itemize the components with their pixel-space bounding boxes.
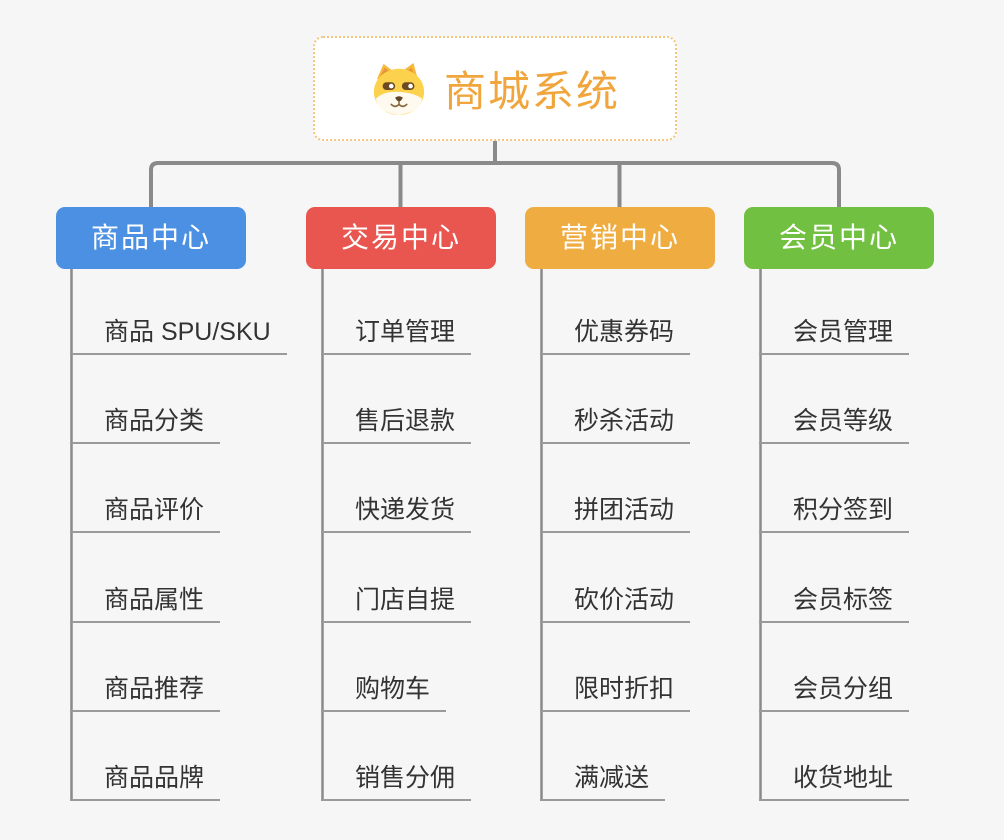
- leaf-node-aftersale-refund[interactable]: 售后退款: [321, 406, 472, 444]
- leaf-node-member-group[interactable]: 会员分组: [759, 674, 910, 712]
- branch-node-member-center[interactable]: 会员中心: [744, 207, 934, 269]
- leaf-node-express-delivery[interactable]: 快递发货: [321, 495, 472, 533]
- leaf-node-member-level[interactable]: 会员等级: [759, 406, 910, 444]
- leaf-node-shopping-cart[interactable]: 购物车: [321, 674, 447, 712]
- leaf-node-shipping-address[interactable]: 收货地址: [759, 763, 910, 801]
- leaf-node-bargain-activity[interactable]: 砍价活动: [540, 585, 691, 623]
- leaf-node-member-management[interactable]: 会员管理: [759, 317, 910, 355]
- leaf-node-product-spu-sku[interactable]: 商品 SPU/SKU: [70, 317, 287, 355]
- leaf-node-group-buy[interactable]: 拼团活动: [540, 495, 691, 533]
- leaf-node-store-pickup[interactable]: 门店自提: [321, 585, 472, 623]
- root-title: 商城系统: [443, 68, 620, 115]
- leaf-node-order-management[interactable]: 订单管理: [321, 317, 472, 355]
- leaf-node-product-review[interactable]: 商品评价: [70, 495, 221, 533]
- leaf-node-product-attribute[interactable]: 商品属性: [70, 585, 221, 623]
- dog-icon: [373, 62, 425, 115]
- leaf-node-coupon-code[interactable]: 优惠券码: [540, 317, 691, 355]
- branch-node-marketing-center[interactable]: 营销中心: [525, 207, 715, 269]
- leaf-node-sales-commission[interactable]: 销售分佣: [321, 763, 472, 801]
- root-node[interactable]: 商城系统: [313, 36, 677, 141]
- leaf-node-product-brand[interactable]: 商品品牌: [70, 763, 221, 801]
- leaf-node-flash-sale[interactable]: 秒杀活动: [540, 406, 691, 444]
- leaf-node-product-category[interactable]: 商品分类: [70, 406, 221, 444]
- leaf-node-points-checkin[interactable]: 积分签到: [759, 495, 910, 533]
- branch-node-product-center[interactable]: 商品中心: [56, 207, 246, 269]
- leaf-node-product-recommend[interactable]: 商品推荐: [70, 674, 221, 712]
- leaf-node-full-reduction[interactable]: 满减送: [540, 763, 666, 801]
- leaf-node-member-tag[interactable]: 会员标签: [759, 585, 910, 623]
- branch-node-trade-center[interactable]: 交易中心: [306, 207, 496, 269]
- leaf-node-limited-time-discount[interactable]: 限时折扣: [540, 674, 691, 712]
